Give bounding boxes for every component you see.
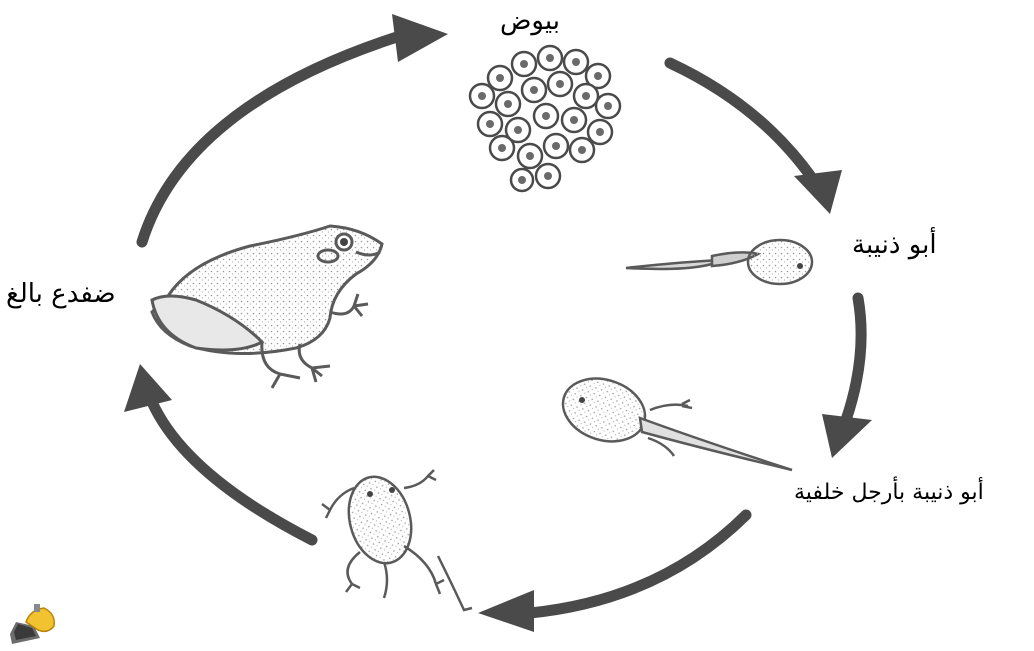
stage-label-eggs: بيوض [500, 8, 560, 34]
arrow-legs-to-froglet [478, 515, 746, 632]
arrow-froglet-to-adult [124, 364, 312, 540]
stage-label-adult-frog: ضفدع بالغ [6, 281, 116, 307]
arrow-tadpole-to-legs [822, 298, 872, 458]
tadpole-with-legs-icon [555, 368, 792, 470]
arrow-adult-to-eggs [142, 14, 448, 242]
frog-eggs-icon [470, 46, 620, 191]
speaker-icon[interactable] [10, 604, 54, 644]
stage-label-tadpole-with-legs: أبو ذنيبة بأرجل خلفية [794, 482, 984, 504]
tadpole-icon [626, 240, 812, 284]
froglet-icon [322, 470, 472, 610]
arrow-eggs-to-tadpole [670, 63, 842, 214]
adult-frog-icon [152, 226, 382, 388]
stage-label-tadpole: أبو ذنيبة [852, 232, 937, 258]
